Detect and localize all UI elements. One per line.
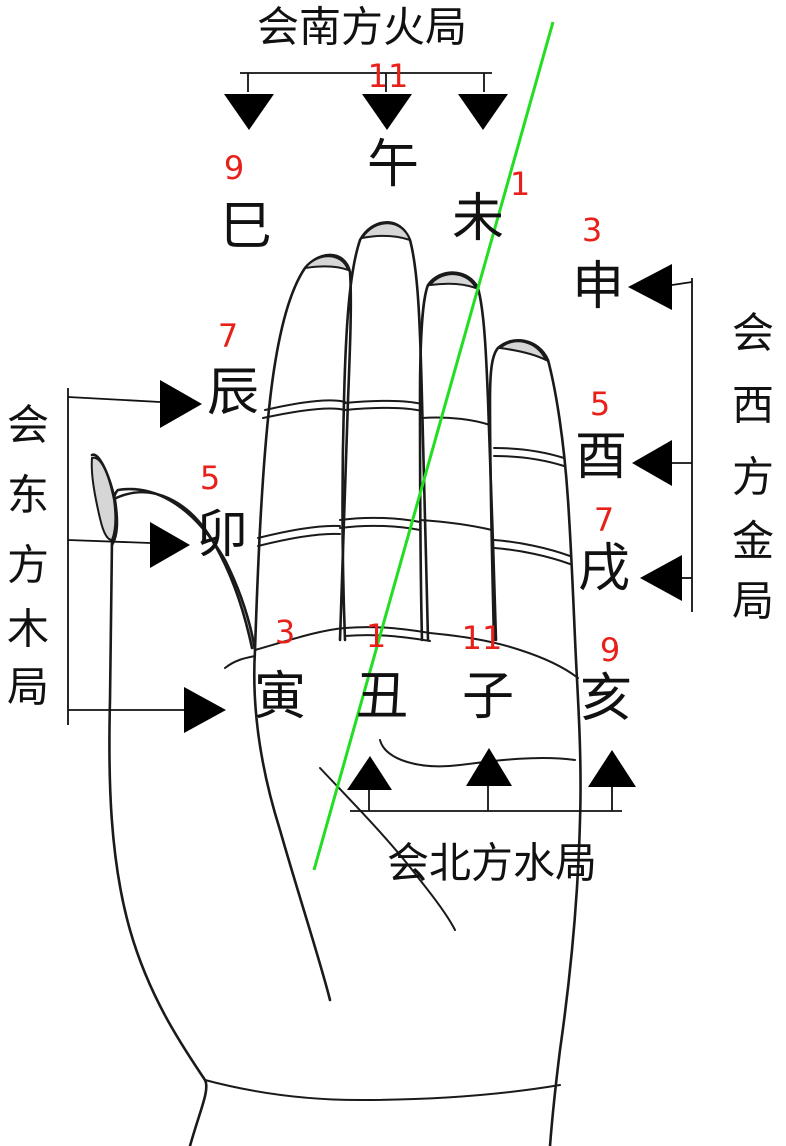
group-east-char: 方 [7, 541, 49, 590]
branch-char-chou: 丑 [356, 667, 408, 727]
branch-number-wei: 1 [510, 165, 530, 203]
life-line [319, 767, 456, 931]
group-west-char: 局 [732, 577, 774, 626]
branch-char-wu: 午 [367, 135, 419, 195]
branch-number-mao: 5 [200, 459, 220, 497]
joint-crease-1 [262, 399, 346, 419]
index-finger [488, 339, 582, 1146]
joint-crease-7 [419, 519, 493, 531]
branch-char-chen: 辰 [207, 363, 259, 423]
group-east-char: 会 [7, 401, 49, 450]
palm-top-crease [254, 626, 579, 679]
group-north-title: 会北方水局 [387, 839, 597, 888]
arrow-up-icon [347, 756, 392, 790]
group-east-title: 会 东 方 木 局 [7, 401, 49, 712]
arrow-right-icon [150, 522, 190, 568]
arrow-down-icon [224, 94, 274, 130]
index-finger-nail [497, 340, 549, 363]
branch-char-shen: 申 [572, 257, 624, 317]
arrow-up-icon [588, 750, 636, 787]
diagonal-line [312, 21, 555, 871]
arrow-down-icon [458, 94, 508, 130]
group-west-char: 方 [732, 453, 774, 502]
wrist-crease [204, 1079, 561, 1102]
group-west-char: 会 [732, 309, 774, 358]
joint-crease-5 [257, 524, 341, 547]
ring-finger [341, 221, 430, 642]
west-bracket [628, 264, 693, 612]
joint-crease-4 [493, 447, 565, 467]
group-west-char: 西 [732, 381, 774, 430]
branch-char-yin: 寅 [254, 667, 306, 727]
branch-number-hai: 9 [600, 631, 620, 669]
branch-char-hai: 亥 [580, 669, 632, 729]
branch-char-si: 巳 [220, 197, 272, 257]
branch-number-xu: 7 [594, 501, 614, 539]
thumb-crease [224, 655, 256, 669]
north-bracket [347, 748, 636, 812]
branch-number-si: 9 [224, 149, 244, 187]
arrow-left-icon [640, 555, 682, 601]
branch-char-wei: 未 [452, 189, 504, 249]
branch-char-you: 酉 [575, 427, 627, 487]
group-east-char: 木 [7, 605, 49, 654]
east-bracket [67, 380, 226, 733]
branch-char-zi: 子 [462, 667, 514, 727]
arrow-down-icon [362, 94, 412, 130]
group-west-char: 金 [732, 517, 774, 566]
branch-number-yin: 3 [275, 613, 295, 651]
group-east-char: 局 [7, 663, 49, 712]
branch-char-xu: 戌 [578, 539, 630, 599]
branch-number-shen: 3 [582, 211, 602, 249]
branch-number-zi: 11 [462, 619, 503, 657]
joint-crease-8 [493, 539, 571, 565]
arrow-right-icon [184, 687, 226, 733]
branch-number-chen: 7 [218, 317, 238, 355]
branch-number-wu: 11 [368, 57, 409, 95]
palm-outline [108, 487, 332, 1146]
arrow-left-icon [628, 264, 672, 310]
arrow-right-icon [160, 380, 202, 428]
group-east-char: 东 [7, 471, 49, 520]
hand-drawing [90, 221, 582, 1146]
ring-finger-nail [359, 222, 412, 242]
little-finger-nail [302, 255, 350, 272]
joint-crease-3 [421, 416, 491, 426]
thumb-nail [90, 456, 117, 542]
arrow-left-icon [632, 440, 672, 486]
branch-char-mao: 卯 [196, 505, 248, 565]
joint-crease-2 [344, 399, 423, 412]
group-south-title: 会南方火局 [257, 3, 467, 52]
branch-number-chou: 1 [366, 617, 386, 655]
group-west-title: 会 西 方 金 局 [732, 309, 774, 626]
heart-line [379, 739, 576, 768]
palm-top-crease-2 [344, 634, 431, 642]
branch-number-you: 5 [590, 385, 610, 423]
joint-crease-6 [339, 516, 421, 531]
little-finger [253, 253, 353, 652]
south-bracket [224, 72, 508, 130]
middle-finger-nail [427, 273, 479, 290]
arrow-up-icon [466, 748, 512, 786]
